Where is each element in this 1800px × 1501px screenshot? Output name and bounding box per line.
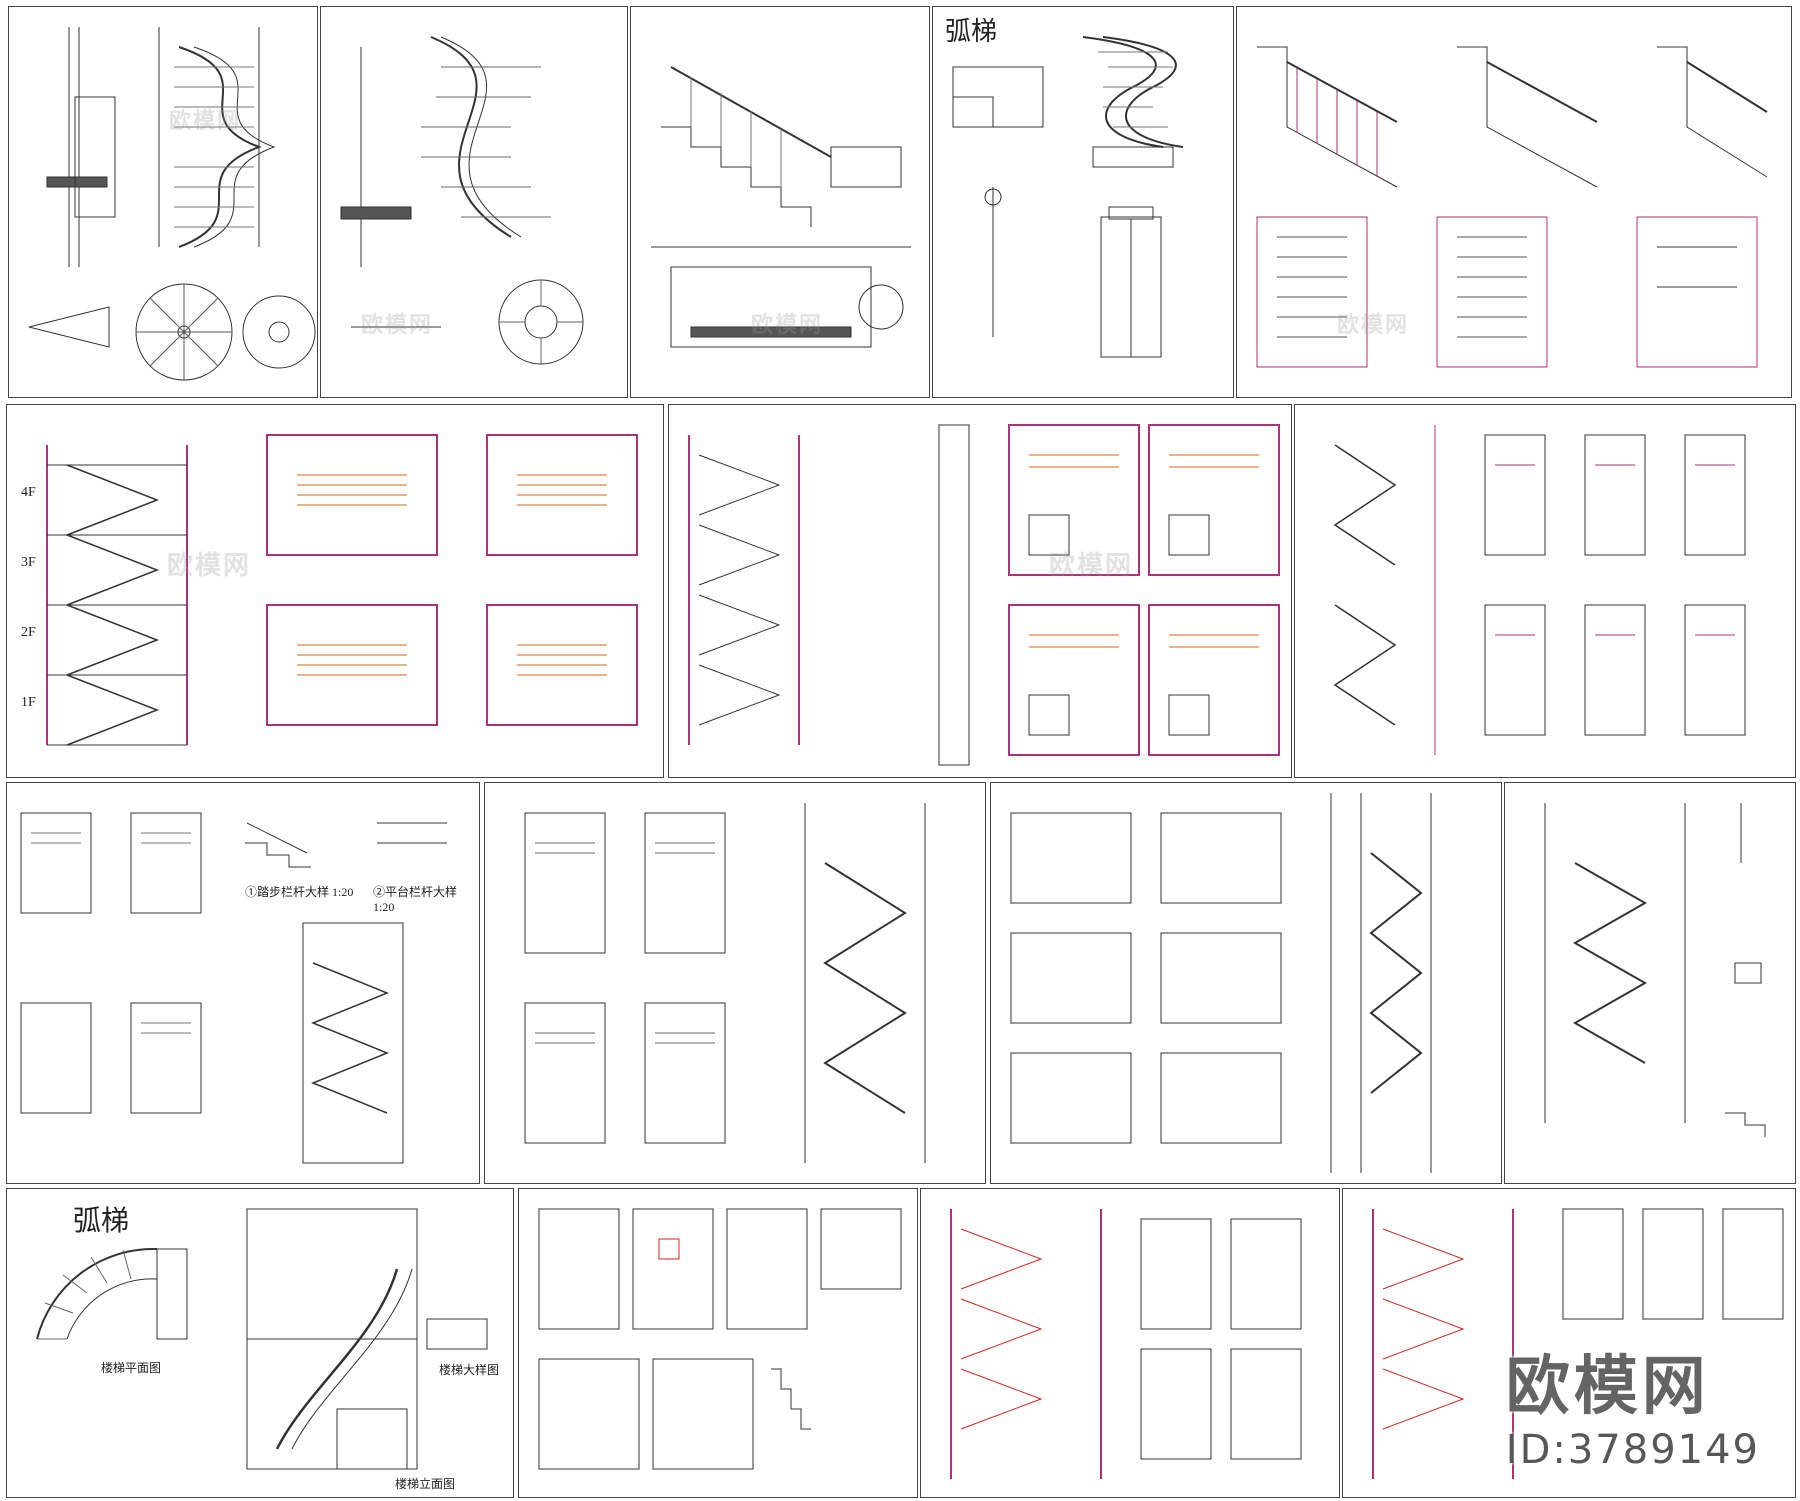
brand-name: 欧模网 xyxy=(1505,1350,1710,1424)
stair-plan-label: 楼梯平面图 xyxy=(101,1361,162,1375)
sheet-stair-section-railing xyxy=(1504,782,1796,1184)
sheet-stair-section-plans-2 xyxy=(920,1188,1340,1498)
sheet-stair-section-floors: 4F 3F 2F 1F xyxy=(6,404,664,778)
floor-label-1f: 1F xyxy=(21,695,36,710)
watermark: 欧模网 xyxy=(167,551,252,581)
railing-elevations-drawing xyxy=(1256,46,1768,368)
stair-detail-plans-drawing xyxy=(538,1208,902,1470)
sheet-stair-detail-plans xyxy=(518,1188,918,1498)
straight-stair-drawing xyxy=(651,66,911,348)
stair-section-plans-2-drawing xyxy=(950,1209,1302,1479)
arc-stair-title: 弧梯 xyxy=(945,17,998,46)
arc-stair-drawing-top xyxy=(952,36,1184,358)
sheet-stair-section-multi xyxy=(1294,404,1796,778)
sheet-arc-stair-bottom: 弧梯 楼梯平面图 楼梯大样图 楼梯立面图 xyxy=(6,1188,514,1498)
stair-plans-section-2-drawing xyxy=(1010,793,1432,1173)
sheet-stair-railing-details: ①踏步栏杆大样 1:20 ②平台栏杆大样 1:20 xyxy=(6,782,480,1184)
sheet-railing-elevations: 欧模网 xyxy=(1236,6,1792,398)
brand-id: ID:3789149 xyxy=(1505,1427,1760,1473)
sheet-spiral-stair-2: 欧模网 xyxy=(320,6,628,398)
stair-railing-details-drawing xyxy=(20,812,447,1164)
sheet-stair-section-plans: 欧模网 xyxy=(668,404,1292,778)
stair-plans-section-1-drawing xyxy=(524,803,926,1163)
stair-section-drawing xyxy=(46,434,638,746)
brand-watermark: 欧模网 ID:3789149 xyxy=(1506,1335,1760,1473)
railing-detail-1-label: ①踏步栏杆大样 1:20 xyxy=(245,885,354,899)
stair-section-plans-drawing xyxy=(688,424,1280,766)
stair-elevation-label: 楼梯立面图 xyxy=(395,1477,456,1491)
stair-section-plans-3-drawing xyxy=(1372,1208,1784,1479)
floor-label-4f: 4F xyxy=(21,485,36,500)
sheet-straight-stair-section: 欧模网 xyxy=(630,6,930,398)
stair-section-multi-drawing xyxy=(1333,425,1746,755)
floor-label-2f: 2F xyxy=(21,625,36,640)
sheet-stair-section-plans-3 xyxy=(1342,1188,1796,1498)
arc-stair-title-bottom: 弧梯 xyxy=(73,1206,130,1237)
stair-section-railing-drawing xyxy=(1544,803,1766,1137)
sheet-stair-plans-section-2 xyxy=(990,782,1502,1184)
sheet-arc-stair-top: 弧梯 xyxy=(932,6,1234,398)
sheet-stair-plans-section-1 xyxy=(484,782,986,1184)
railing-detail-2-label: ②平台栏杆大样 1:20 xyxy=(373,885,458,914)
sheet-spiral-stair-1: 欧模网 xyxy=(8,6,318,398)
spiral-stair-drawing-1 xyxy=(28,27,316,381)
floor-label-3f: 3F xyxy=(21,555,36,570)
spiral-stair-drawing-2 xyxy=(340,36,584,365)
stair-detail-label: 楼梯大样图 xyxy=(439,1363,500,1377)
